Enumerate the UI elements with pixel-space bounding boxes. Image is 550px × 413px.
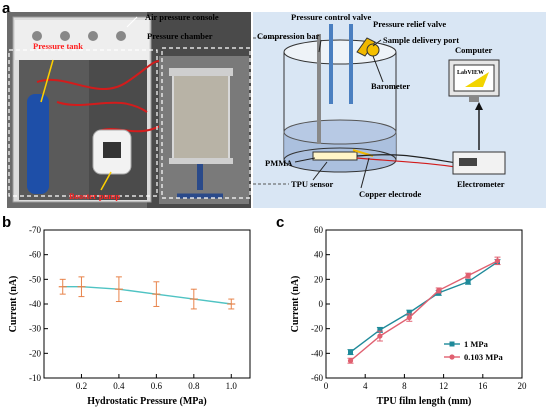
series-line (350, 261, 498, 353)
x-tick-label: 4 (363, 381, 368, 391)
panel-c-letter: c (276, 214, 285, 231)
plot-frame (43, 229, 251, 379)
y-tick-label: -10 (29, 373, 41, 383)
label-compression-bar: Compression bar (257, 31, 320, 41)
x-axis-label: TPU film length (mm) (377, 396, 472, 407)
y-tick-label: -40 (311, 348, 323, 358)
x-tick-label: 0.4 (113, 381, 125, 391)
y-tick-label: -70 (29, 225, 41, 235)
label-barometer: Barometer (371, 81, 411, 91)
x-axis-label: Hydrostatic Pressure (MPa) (87, 396, 206, 407)
apparatus-photo-drawing (7, 12, 251, 208)
data-point (465, 279, 471, 285)
y-tick-label: -40 (29, 299, 41, 309)
label-tpu-sensor: TPU sensor (291, 179, 334, 189)
y-tick-label: 20 (314, 274, 324, 284)
label-computer: Computer (455, 45, 493, 55)
series-line (350, 260, 498, 362)
x-tick-label: 0.8 (188, 381, 200, 391)
label-sample-delivery-port: Sample delivery port (383, 35, 460, 45)
y-tick-label: -20 (29, 348, 41, 358)
data-point (377, 333, 383, 339)
chart-hydrostatic-pressure: -70 -60 -50 -40 -30 -20 -10 0.2 0.4 0.6 0.8 1.0Hydr… (8, 225, 251, 407)
y-tick-label: 40 (314, 250, 324, 260)
x-tick-label: 0.6 (151, 381, 163, 391)
x-tick-label: 8 (402, 381, 407, 391)
label-pressure-relief-valve: Pressure relief valve (373, 19, 447, 29)
label-electrometer: Electrometer (457, 179, 505, 189)
x-tick-label: 1.0 (226, 381, 238, 391)
panel-a-letter: a (2, 0, 11, 17)
label-pmma: PMMA (265, 158, 293, 168)
y-tick-label: -60 (311, 373, 323, 383)
label-pressure-tank: Pressure tank (33, 41, 83, 51)
legend-label: 1 MPa (464, 339, 489, 349)
y-tick-label: -20 (311, 324, 323, 334)
y-tick-label: -60 (29, 250, 41, 260)
pressure-chamber-shape (172, 69, 230, 163)
panel-b-letter: b (2, 214, 12, 231)
x-tick-label: 0.2 (76, 381, 87, 391)
apparatus-schematic-drawing (253, 24, 506, 189)
data-point (348, 349, 353, 355)
label-booster-pump: Booster pump (69, 191, 121, 201)
x-tick-label: 12 (439, 381, 448, 391)
y-tick-label: 0 (319, 299, 324, 309)
x-tick-label: 0 (324, 381, 329, 391)
data-point (494, 258, 501, 264)
x-tick-label: 20 (518, 381, 528, 391)
y-tick-label: 60 (314, 225, 324, 235)
apparatus-photo: Air pressure console Pressure tank Press… (7, 12, 251, 208)
label-pressure-chamber: Pressure chamber (147, 31, 213, 41)
screen-text: LabVIEW (457, 70, 485, 76)
y-tick-label: -30 (29, 324, 41, 334)
y-tick-label: -50 (29, 274, 41, 284)
data-point (406, 314, 412, 321)
y-axis-label: Current (nA) (8, 276, 19, 333)
data-point (347, 358, 354, 364)
pressure-tank-shape (27, 94, 49, 194)
label-copper-electrode: Copper electrode (359, 189, 422, 199)
label-air-pressure-console: Air pressure console (145, 12, 219, 22)
series-line (62, 286, 232, 305)
apparatus-schematic: Pressure control valve Pressure relief v… (253, 12, 546, 208)
x-tick-label: 16 (478, 381, 488, 391)
legend-label: 0.103 MPa (464, 352, 503, 362)
data-point (406, 310, 412, 316)
data-point (436, 287, 442, 294)
label-pressure-control-valve: Pressure control valve (291, 12, 372, 22)
legend-marker (449, 341, 455, 347)
data-point (465, 273, 471, 279)
legend-marker (449, 354, 455, 360)
data-point (377, 327, 383, 333)
y-axis-label: Current (nA) (290, 276, 301, 333)
